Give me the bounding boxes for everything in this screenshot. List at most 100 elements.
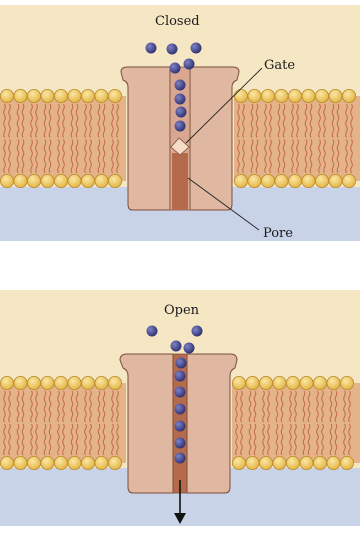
lipid-head	[108, 89, 121, 102]
lipid-head	[81, 456, 94, 469]
ion	[146, 43, 157, 54]
ion	[175, 438, 186, 449]
lipid-head	[275, 89, 288, 102]
lipid-head	[0, 456, 13, 469]
closed-channel-panel: Closed Gate Pore	[0, 5, 360, 241]
lipid-head	[81, 376, 94, 389]
closed-label: Closed	[155, 15, 200, 28]
lipid-head	[68, 376, 81, 389]
lipid-head	[0, 89, 13, 102]
lipid-head	[273, 376, 286, 389]
lipid-head	[302, 89, 315, 102]
lipid-head	[273, 456, 286, 469]
lipid-head	[342, 89, 355, 102]
lipid-head	[288, 89, 301, 102]
lipid-head	[14, 174, 27, 187]
lipid-head	[108, 174, 121, 187]
lipid-head	[14, 456, 27, 469]
closed-channel-diagram	[0, 5, 360, 241]
lipid-head	[27, 376, 40, 389]
lipid-head	[81, 89, 94, 102]
lipid-head	[68, 174, 81, 187]
lipid-head	[246, 456, 259, 469]
channel-right-subunit	[187, 354, 237, 493]
lipid-head	[329, 174, 342, 187]
ion	[191, 43, 202, 54]
lipid-head	[315, 89, 328, 102]
lipid-head	[95, 174, 108, 187]
lipid-head	[261, 89, 274, 102]
lipid-head	[54, 456, 67, 469]
lipid-head	[0, 376, 13, 389]
lipid-head	[95, 456, 108, 469]
lipid-head	[0, 174, 13, 187]
lipid-head	[41, 376, 54, 389]
lipid-head	[14, 89, 27, 102]
ion	[192, 326, 203, 337]
pore-lower-channel	[172, 153, 188, 210]
ion	[176, 358, 187, 369]
lipid-head	[234, 174, 247, 187]
lipid-head	[286, 456, 299, 469]
lipid-head	[340, 456, 353, 469]
ion	[171, 341, 182, 352]
lipid-head	[248, 89, 261, 102]
ion	[176, 107, 187, 118]
lipid-head	[340, 376, 353, 389]
lipid-head	[27, 89, 40, 102]
pore-label: Pore	[263, 227, 293, 240]
lipid-head	[232, 456, 245, 469]
open-channel-panel: Open	[0, 290, 360, 526]
lipid-head	[248, 174, 261, 187]
lipid-head	[259, 456, 272, 469]
gate-label: Gate	[264, 59, 295, 72]
lipid-head	[95, 376, 108, 389]
open-label: Open	[164, 304, 199, 317]
lipid-head	[302, 174, 315, 187]
lipid-head	[54, 376, 67, 389]
ion	[184, 59, 195, 70]
ion	[175, 404, 186, 415]
lipid-head	[327, 376, 340, 389]
lipid-head	[329, 89, 342, 102]
lipid-head	[108, 376, 121, 389]
ion	[184, 343, 195, 354]
lipid-head	[68, 456, 81, 469]
ion	[147, 326, 158, 337]
lipid-head	[54, 174, 67, 187]
lipid-head	[313, 456, 326, 469]
channel-left-subunit	[121, 67, 170, 210]
channel-left-subunit	[120, 354, 173, 493]
lipid-head	[300, 456, 313, 469]
lipid-head	[41, 89, 54, 102]
ion	[175, 421, 186, 432]
lipid-head	[315, 174, 328, 187]
ion	[175, 94, 186, 105]
lipid-head	[288, 174, 301, 187]
lipid-head	[14, 376, 27, 389]
ion	[175, 121, 186, 132]
lipid-head	[41, 174, 54, 187]
lipid-head	[300, 376, 313, 389]
lipid-head	[68, 89, 81, 102]
lipid-head	[275, 174, 288, 187]
lipid-head	[81, 174, 94, 187]
ion	[167, 44, 178, 55]
lipid-head	[108, 456, 121, 469]
lipid-head	[95, 89, 108, 102]
ion	[175, 453, 186, 464]
ion	[175, 387, 186, 398]
lipid-head	[327, 456, 340, 469]
ion	[170, 63, 181, 74]
lipid-head	[286, 376, 299, 389]
lipid-head	[41, 456, 54, 469]
lipid-head	[261, 174, 274, 187]
ion	[175, 80, 186, 91]
channel-right-subunit	[190, 67, 239, 210]
open-channel-diagram	[0, 290, 360, 526]
lipid-head	[313, 376, 326, 389]
lipid-head	[342, 174, 355, 187]
ion	[175, 371, 186, 382]
lipid-head	[27, 456, 40, 469]
lipid-head	[246, 376, 259, 389]
